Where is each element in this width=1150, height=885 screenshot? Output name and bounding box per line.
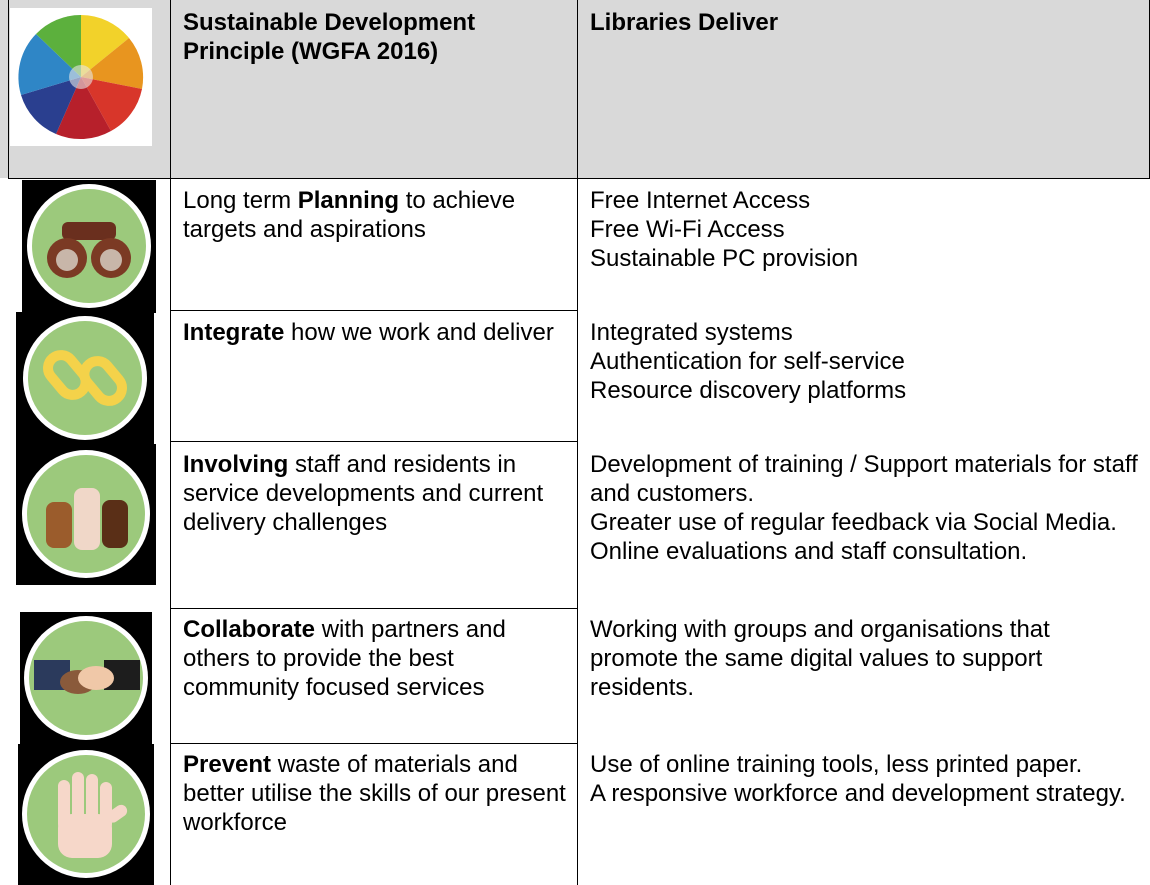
row-2-principle: Integrate how we work and deliver — [183, 318, 563, 347]
row-1-deliver: Free Internet Access Free Wi-Fi Access S… — [590, 186, 1145, 273]
header-bottom-border — [8, 178, 1150, 179]
row-1-icon-frame — [22, 180, 156, 313]
row-5-icon-frame — [18, 744, 154, 885]
row-5-deliver-item: Use of online training tools, less print… — [590, 751, 1083, 778]
row-divider-1 — [170, 310, 578, 311]
row-2-icon-frame — [16, 312, 154, 444]
row-2-keyword: Integrate — [183, 319, 285, 346]
row-2-principle-post: how we work and deliver — [284, 319, 554, 346]
row-1-principle-post: to achieve targets and aspirations — [183, 187, 516, 243]
row-3-keyword: Involving — [183, 451, 289, 478]
row-1-deliver-item: Free Wi-Fi Access — [590, 216, 785, 243]
column-divider-2 — [577, 0, 578, 885]
column-divider-1 — [170, 0, 171, 885]
row-5-deliver-item: A responsive workforce and development s… — [590, 780, 1126, 807]
row-1-principle-pre: Long term — [183, 187, 298, 214]
row-4-principle: Collaborate with partners and others to … — [183, 615, 563, 702]
wellbeing-wheel-icon — [18, 14, 144, 140]
row-2-deliver-item: Authentication for self-service — [590, 348, 905, 375]
row-5-deliver: Use of online training tools, less print… — [590, 750, 1146, 885]
row-3-deliver-item: Development of training / Support materi… — [590, 451, 1138, 507]
row-1-principle: Long term Planning to achieve targets an… — [183, 186, 563, 244]
row-4-principle-post: with partners and others to provide the … — [183, 616, 506, 701]
row-4-deliver-item: Working with groups and organisations th… — [590, 616, 1050, 701]
raised-hands-icon — [22, 450, 150, 578]
row-3-icon-frame — [16, 444, 156, 585]
row-4-deliver: Working with groups and organisations th… — [590, 615, 1120, 702]
binoculars-icon — [27, 184, 151, 308]
row-1-deliver-item: Free Internet Access — [590, 187, 811, 214]
row-5-principle: Prevent waste of materials and better ut… — [183, 750, 568, 837]
chain-link-icon — [23, 316, 147, 440]
row-3-deliver-item: Online evaluations and staff consultatio… — [590, 538, 1028, 565]
row-1-keyword: Planning — [297, 187, 400, 214]
row-1-deliver-item: Sustainable PC provision — [590, 245, 859, 272]
row-divider-3 — [170, 608, 578, 609]
header-background — [0, 0, 1150, 178]
left-border — [8, 0, 9, 178]
row-4-keyword: Collaborate — [183, 616, 316, 643]
handshake-icon — [24, 616, 148, 740]
row-2-deliver: Integrated systems Authentication for se… — [590, 318, 1145, 405]
row-3-principle-post: staff and residents in service developme… — [183, 451, 544, 536]
row-divider-2 — [170, 441, 578, 442]
row-divider-4 — [170, 743, 578, 744]
row-2-deliver-item: Integrated systems — [590, 319, 793, 346]
row-3-principle: Involving staff and residents in service… — [183, 450, 568, 537]
row-3-deliver-item: Greater use of regular feedback via Soci… — [590, 509, 1117, 536]
row-2-deliver-item: Resource discovery platforms — [590, 377, 907, 404]
row-3-deliver: Development of training / Support materi… — [590, 450, 1146, 566]
header-libraries-deliver: Libraries Deliver — [590, 9, 779, 36]
row-4-icon-frame — [20, 612, 152, 744]
row-5-principle-post: waste of materials and better utilise th… — [183, 751, 566, 836]
row-5-keyword: Prevent — [183, 751, 272, 778]
header-principle: Sustainable Development Principle (WGFA … — [183, 9, 476, 65]
stop-hand-icon — [22, 750, 150, 878]
wellbeing-goals-logo — [10, 8, 152, 146]
